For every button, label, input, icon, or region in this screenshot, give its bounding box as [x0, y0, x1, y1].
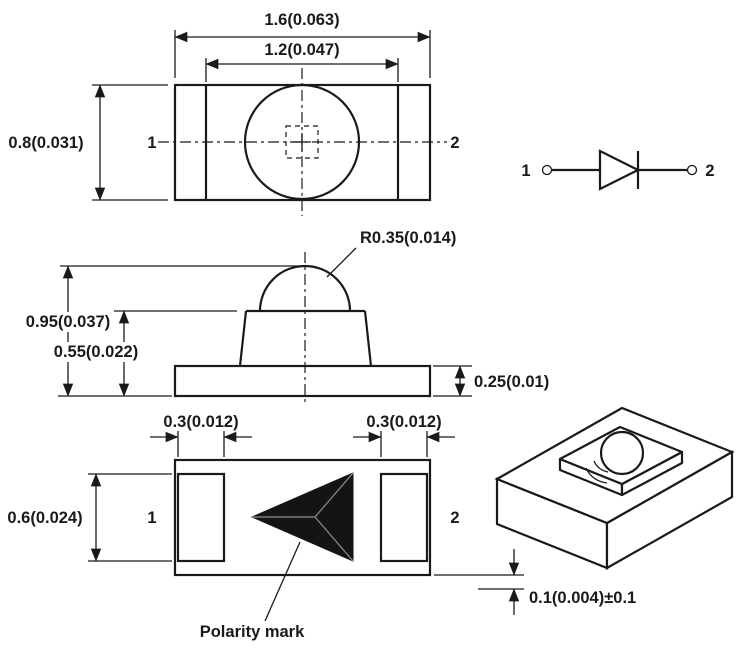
lens-dome-profile: [258, 264, 352, 312]
dim-inner-width: 1.2(0.047): [205, 41, 399, 82]
top-view-pin2-label: 2: [450, 134, 459, 152]
dim-inner-width-label: 1.2(0.047): [264, 41, 339, 59]
triangle-facet-line: [314, 516, 354, 562]
dim-body-height-label: 0.55(0.022): [54, 343, 138, 361]
dim-lens-radius-label: R0.35(0.014): [360, 229, 456, 247]
base-flange-outline: [173, 364, 432, 398]
terminal-dot-icon: [686, 164, 698, 176]
dim-terminal-thickness-label: 0.1(0.004)±0.1: [529, 589, 636, 607]
dim-pad-right: 0.3(0.012): [353, 413, 455, 457]
dim-pad-left-label: 0.3(0.012): [163, 413, 238, 431]
iso-view: [494, 406, 735, 570]
top-view: 1.6(0.063) 1.2(0.047) 0.8(0.031) 1 2: [8, 11, 460, 216]
terminal-dot-icon: [541, 164, 553, 176]
lens-edge-arc: [593, 460, 609, 473]
diode-triangle-icon: [598, 149, 641, 191]
side-view: R0.35(0.014) 0.95(0.037) 0.55(0.022) 0.2…: [14, 229, 549, 404]
dim-height: 0.8(0.031): [8, 84, 168, 201]
polarity-mark-label: Polarity mark: [200, 623, 305, 641]
top-view-pin1-label: 1: [147, 134, 156, 152]
body-left-edge: [238, 310, 248, 367]
diode-schematic: 1 2: [521, 149, 715, 191]
bottom-view: 0.3(0.012) 0.3(0.012) 0.6(0.024) 1 2 Pol…: [7, 413, 636, 641]
dim-total-height: 0.95(0.037): [14, 265, 300, 397]
dim-outer-width: 1.6(0.063): [174, 11, 431, 78]
pad-2: [379, 472, 429, 563]
dim-body-height: 0.55(0.022): [42, 310, 237, 397]
dim-total-height-label: 0.95(0.037): [26, 313, 110, 331]
led-dome: [599, 430, 645, 476]
dim-lens-radius: R0.35(0.014): [326, 229, 456, 278]
dim-outer-width-label: 1.6(0.063): [264, 11, 339, 29]
dim-pad-height: 0.6(0.024): [7, 473, 172, 562]
dim-pad-left: 0.3(0.012): [150, 413, 252, 457]
triangle-facet-line: [314, 472, 354, 518]
dim-pad-right-label: 0.3(0.012): [366, 413, 441, 431]
dim-pad-height-label: 0.6(0.024): [7, 509, 82, 527]
dim-terminal-thickness: 0.1(0.004)±0.1: [434, 549, 636, 615]
dim-base-height: 0.25(0.01): [433, 365, 549, 397]
bottom-view-pin1-label: 1: [147, 509, 156, 527]
bottom-view-pin2-label: 2: [450, 509, 459, 527]
pad-1: [176, 472, 226, 563]
polarity-callout: Polarity mark: [200, 541, 305, 641]
body-right-edge: [363, 310, 373, 367]
schematic-pin2-label: 2: [705, 162, 714, 180]
dim-height-label: 0.8(0.031): [8, 134, 83, 152]
schematic-pin1-label: 1: [521, 162, 530, 180]
dim-base-height-label: 0.25(0.01): [474, 373, 549, 391]
lens-edge-arc: [585, 467, 608, 484]
bottom-view-outline: [173, 458, 432, 577]
